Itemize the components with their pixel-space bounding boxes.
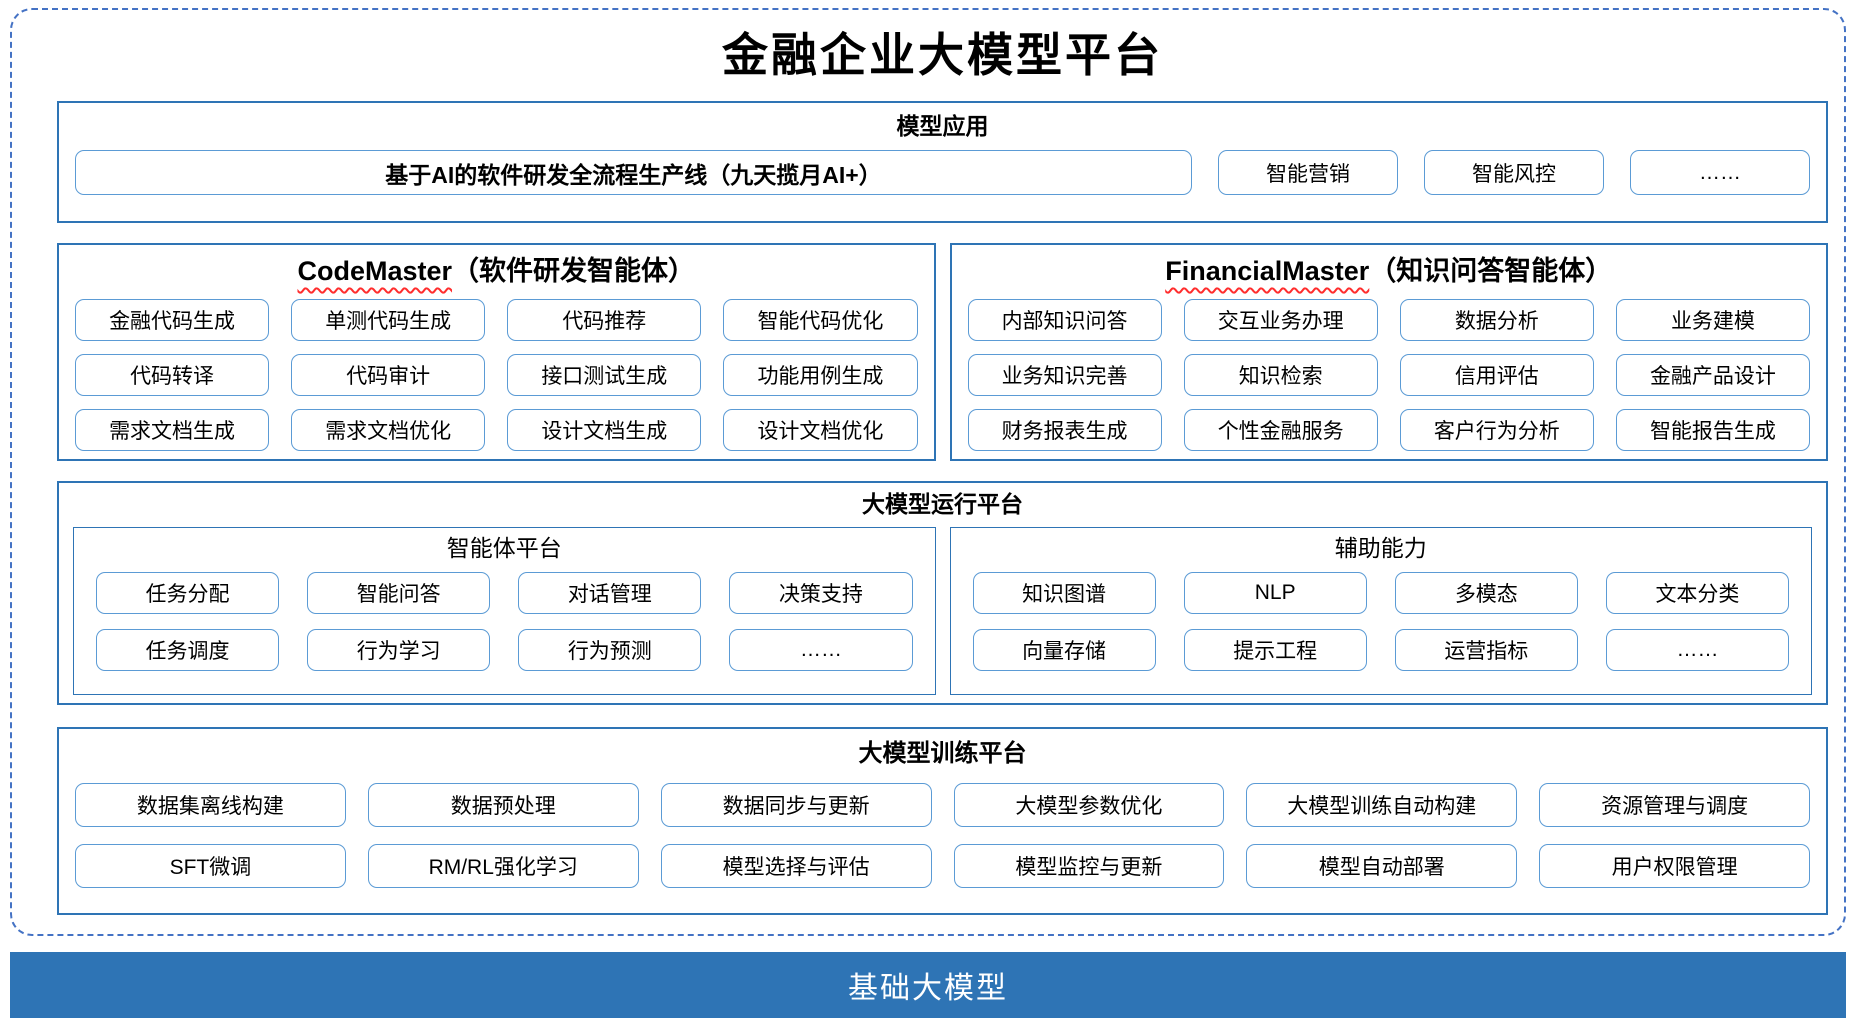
- agent-platform-item: 任务调度: [96, 629, 280, 672]
- financial-master-item: 金融产品设计: [1615, 354, 1810, 397]
- agent-platform-header: 智能体平台: [446, 535, 562, 562]
- aux-ability-header: 辅助能力: [1334, 535, 1427, 562]
- code-master-item: 代码推荐: [507, 299, 702, 342]
- code-master-grid: 金融代码生成 单测代码生成 代码推荐 智能代码优化 代码转译 代码审计 接口测试…: [75, 299, 918, 452]
- financial-master-item: 智能报告生成: [1615, 409, 1810, 452]
- model-app-item-ellipsis: ……: [1630, 150, 1810, 196]
- agent-platform-item-ellipsis: ……: [729, 629, 913, 672]
- aux-ability-box: 辅助能力 知识图谱 NLP 多模态 文本分类 向量存储 提示工程 运营指标 ……: [949, 527, 1812, 696]
- model-app-item: 智能风控: [1424, 150, 1604, 196]
- base-model-bar: 基础大模型: [10, 952, 1846, 1018]
- training-item: 数据预处理: [367, 783, 639, 828]
- training-item: 大模型训练自动构建: [1246, 783, 1518, 828]
- financial-master-header: FinancialMaster（知识问答智能体）: [968, 253, 1811, 289]
- training-item: 数据集离线构建: [75, 783, 346, 828]
- runtime-columns: 智能体平台 任务分配 智能问答 对话管理 决策支持 任务调度 行为学习 行为预测…: [73, 527, 1812, 696]
- training-platform-header: 大模型训练平台: [858, 740, 1027, 768]
- training-item: SFT微调: [75, 844, 346, 889]
- base-model-label: 基础大模型: [848, 972, 1008, 1005]
- financial-master-item: 业务建模: [1615, 299, 1810, 342]
- section-model-application: 模型应用 基于AI的软件研发全流程生产线（九天揽月AI+） 智能营销 智能风控 …: [57, 101, 1828, 224]
- agent-platform-item: 决策支持: [729, 572, 913, 615]
- financial-master-name: FinancialMaster: [1165, 256, 1370, 287]
- code-master-item: 代码转译: [75, 354, 270, 397]
- code-master-item: 功能用例生成: [723, 354, 918, 397]
- financial-master-item: 交互业务办理: [1183, 299, 1378, 342]
- agent-platform-item: 行为学习: [307, 629, 491, 672]
- training-item: 模型选择与评估: [660, 844, 932, 889]
- aux-ability-item: 文本分类: [1605, 572, 1789, 615]
- code-master-item: 需求文档生成: [75, 409, 270, 452]
- financial-master-item: 客户行为分析: [1399, 409, 1594, 452]
- code-master-suffix: （软件研发智能体）: [452, 256, 696, 287]
- model-app-item: 智能营销: [1218, 150, 1398, 196]
- section-financial-master: FinancialMaster（知识问答智能体） 内部知识问答 交互业务办理 数…: [949, 243, 1828, 462]
- aux-ability-item: 知识图谱: [972, 572, 1156, 615]
- runtime-platform-header: 大模型运行平台: [862, 491, 1023, 518]
- agent-platform-box: 智能体平台 任务分配 智能问答 对话管理 决策支持 任务调度 行为学习 行为预测…: [73, 527, 936, 696]
- aux-ability-item: NLP: [1183, 572, 1367, 615]
- financial-master-item: 信用评估: [1399, 354, 1594, 397]
- training-item: 资源管理与调度: [1539, 783, 1810, 828]
- financial-master-grid: 内部知识问答 交互业务办理 数据分析 业务建模 业务知识完善 知识检索 信用评估…: [967, 299, 1810, 452]
- code-master-item: 设计文档优化: [723, 409, 918, 452]
- financial-master-suffix: （知识问答智能体）: [1369, 256, 1613, 287]
- agent-platform-item: 智能问答: [307, 572, 491, 615]
- platform-outer-frame: 金融企业大模型平台 模型应用 基于AI的软件研发全流程生产线（九天揽月AI+） …: [10, 8, 1846, 936]
- agent-platform-item: 行为预测: [518, 629, 702, 672]
- training-item: RM/RL强化学习: [367, 844, 639, 889]
- section-code-master: CodeMaster（软件研发智能体） 金融代码生成 单测代码生成 代码推荐 智…: [57, 243, 936, 462]
- training-item: 用户权限管理: [1539, 844, 1810, 889]
- code-master-item: 接口测试生成: [507, 354, 702, 397]
- code-master-header: CodeMaster（软件研发智能体）: [75, 253, 918, 289]
- section-training-platform: 大模型训练平台 数据集离线构建 数据预处理 数据同步与更新 大模型参数优化 大模…: [57, 727, 1828, 916]
- training-platform-grid: 数据集离线构建 数据预处理 数据同步与更新 大模型参数优化 大模型训练自动构建 …: [75, 783, 1810, 889]
- training-item: 数据同步与更新: [660, 783, 932, 828]
- aux-ability-item-ellipsis: ……: [1605, 629, 1789, 672]
- aux-ability-item: 提示工程: [1183, 629, 1367, 672]
- code-master-item: 代码审计: [291, 354, 486, 397]
- training-item: 大模型参数优化: [953, 783, 1225, 828]
- financial-master-item: 数据分析: [1399, 299, 1594, 342]
- code-master-item: 金融代码生成: [75, 299, 270, 342]
- model-app-main-item: 基于AI的软件研发全流程生产线（九天揽月AI+）: [75, 150, 1192, 196]
- page-title: 金融企业大模型平台: [722, 28, 1163, 82]
- agent-platform-grid: 任务分配 智能问答 对话管理 决策支持 任务调度 行为学习 行为预测 ……: [96, 572, 913, 672]
- agents-row: CodeMaster（软件研发智能体） 金融代码生成 单测代码生成 代码推荐 智…: [57, 243, 1828, 462]
- code-master-item: 设计文档生成: [507, 409, 702, 452]
- financial-master-item: 内部知识问答: [967, 299, 1162, 342]
- training-item: 模型自动部署: [1246, 844, 1518, 889]
- financial-master-item: 个性金融服务: [1183, 409, 1378, 452]
- agent-platform-item: 任务分配: [96, 572, 280, 615]
- code-master-item: 单测代码生成: [291, 299, 486, 342]
- agent-platform-item: 对话管理: [518, 572, 702, 615]
- model-application-row: 基于AI的软件研发全流程生产线（九天揽月AI+） 智能营销 智能风控 ……: [75, 150, 1810, 196]
- financial-master-item: 业务知识完善: [967, 354, 1162, 397]
- code-master-item: 智能代码优化: [723, 299, 918, 342]
- training-item: 模型监控与更新: [953, 844, 1225, 889]
- aux-ability-item: 多模态: [1394, 572, 1578, 615]
- code-master-item: 需求文档优化: [291, 409, 486, 452]
- section-model-application-header: 模型应用: [896, 113, 989, 140]
- aux-ability-grid: 知识图谱 NLP 多模态 文本分类 向量存储 提示工程 运营指标 ……: [972, 572, 1789, 672]
- code-master-name: CodeMaster: [297, 256, 453, 287]
- financial-master-item: 财务报表生成: [967, 409, 1162, 452]
- aux-ability-item: 运营指标: [1394, 629, 1578, 672]
- aux-ability-item: 向量存储: [972, 629, 1156, 672]
- financial-master-item: 知识检索: [1183, 354, 1378, 397]
- section-runtime-platform: 大模型运行平台 智能体平台 任务分配 智能问答 对话管理 决策支持 任务调度 行…: [57, 481, 1828, 706]
